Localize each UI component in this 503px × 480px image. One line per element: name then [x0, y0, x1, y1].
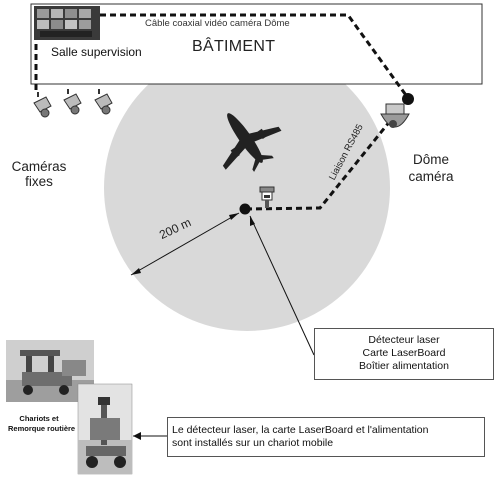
trailer-photo: [77, 383, 133, 475]
mobile-cart-callout-line1: Le détecteur laser, la carte LaserBoard …: [172, 424, 429, 436]
photo-caption-line2: Remorque routière: [8, 424, 76, 433]
supervision-room-label: Salle supervision: [51, 45, 142, 59]
fixed-cameras-label-line1: Caméras: [11, 159, 67, 174]
monitor-wall-icon: [34, 6, 100, 40]
detector-callout-line3: Boîtier alimentation: [359, 360, 449, 372]
photo-caption-line1: Chariots et: [19, 414, 59, 423]
photo-pointer-arrowhead: [133, 432, 141, 440]
detector-pointer-line: [249, 215, 315, 356]
detector-callout-box: Détecteur laser Carte LaserBoard Boîtier…: [314, 328, 494, 380]
detection-zone: [104, 45, 390, 331]
fixed-cameras-label: Caméras fixes: [8, 159, 70, 189]
building-outline: [30, 3, 483, 85]
rs485-link-line: [245, 99, 409, 211]
detector-node-dot: [239, 203, 251, 215]
laser-detector-icon: [259, 186, 275, 208]
fixed-camera-icon: [94, 89, 113, 115]
coax-cable-line: [100, 13, 410, 99]
dome-camera-icon: [380, 103, 410, 128]
dome-camera-label: Dôme caméra: [402, 151, 460, 185]
mobile-cart-callout-box: Le détecteur laser, la carte LaserBoard …: [167, 417, 485, 457]
coax-cable-label: Câble coaxial vidéo caméra Dôme: [145, 18, 290, 29]
fixed-camera-icon: [33, 92, 52, 118]
detector-pointer-arrowhead: [250, 216, 255, 226]
airplane-icon: [222, 113, 282, 172]
detector-callout-line1: Détecteur laser: [368, 334, 440, 346]
photo-caption: Chariots et Remorque routière: [8, 414, 76, 434]
radius-arrowhead: [131, 268, 141, 275]
dome-junction-dot: [402, 93, 414, 105]
detector-callout-line2: Carte LaserBoard: [362, 347, 446, 359]
fixed-cameras-label-line2: fixes: [25, 174, 53, 189]
fixed-camera-icon: [63, 89, 82, 115]
building-title: BÂTIMENT: [192, 38, 276, 55]
mobile-cart-callout-line2: sont installés sur un chariot mobile: [172, 437, 334, 449]
radius-line: [130, 212, 240, 276]
radius-arrowhead: [229, 213, 239, 220]
dome-camera-label-line1: Dôme: [412, 152, 449, 167]
dome-camera-label-line2: caméra: [408, 169, 454, 184]
